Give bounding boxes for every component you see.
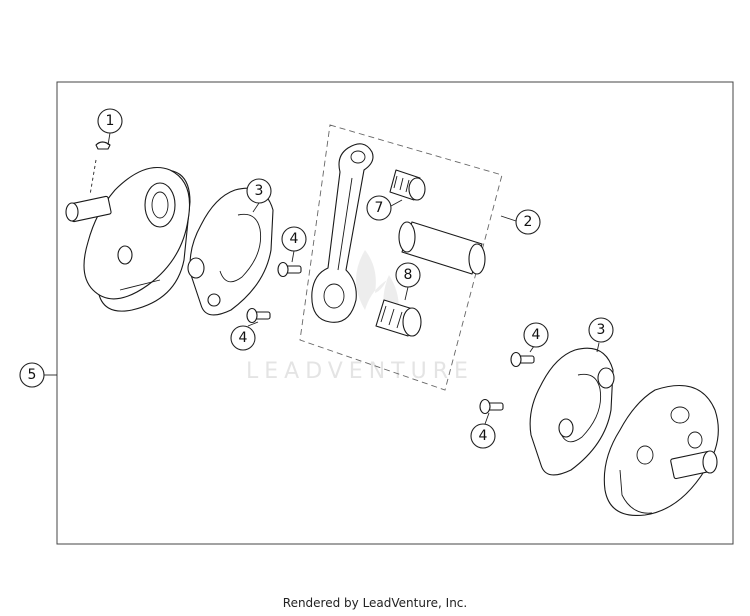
conrod-group-box bbox=[299, 124, 503, 391]
svg-text:3: 3 bbox=[597, 322, 606, 338]
left-counterweight-insert bbox=[187, 187, 274, 316]
svg-text:LEADVENTURE: LEADVENTURE bbox=[246, 359, 474, 384]
footer-credit: Rendered by LeadVenture, Inc. bbox=[282, 596, 468, 610]
svg-text:4: 4 bbox=[479, 428, 488, 444]
assembly-frame bbox=[56, 81, 734, 545]
callout-4-upper-left: 4 bbox=[281, 226, 307, 252]
svg-text:8: 8 bbox=[404, 267, 413, 283]
callout-4-lower-left: 4 bbox=[230, 325, 256, 351]
callout-3-left: 3 bbox=[246, 178, 272, 204]
svg-text:7: 7 bbox=[375, 200, 384, 216]
svg-text:1: 1 bbox=[106, 113, 115, 129]
exploded-parts-diagram: LEADVENTURE bbox=[19, 81, 734, 545]
left-crankshaft-half bbox=[65, 166, 191, 312]
svg-text:4: 4 bbox=[239, 330, 248, 346]
callout-7: 7 bbox=[366, 195, 392, 221]
svg-text:4: 4 bbox=[290, 231, 299, 247]
big-end-bearing bbox=[375, 299, 422, 337]
small-end-bearing bbox=[389, 169, 426, 201]
bolt-lower-left bbox=[246, 307, 271, 324]
callout-5: 5 bbox=[19, 362, 45, 388]
callout-1: 1 bbox=[97, 108, 123, 134]
bolt-upper-left bbox=[277, 261, 302, 278]
svg-text:4: 4 bbox=[532, 327, 541, 343]
callout-4-upper-right: 4 bbox=[523, 322, 549, 348]
callout-4-lower-right: 4 bbox=[470, 423, 496, 449]
callout-8: 8 bbox=[395, 262, 421, 288]
svg-text:2: 2 bbox=[524, 214, 533, 230]
right-crankshaft-half bbox=[603, 385, 719, 517]
svg-text:3: 3 bbox=[255, 183, 264, 199]
woodruff-key bbox=[95, 141, 111, 150]
bolt-upper-right bbox=[510, 351, 535, 368]
crank-pin bbox=[398, 221, 486, 275]
callout-3-right: 3 bbox=[588, 317, 614, 343]
callout-2: 2 bbox=[515, 209, 541, 235]
connecting-rod bbox=[311, 143, 374, 323]
svg-text:5: 5 bbox=[28, 367, 37, 383]
bolt-lower-right bbox=[479, 398, 504, 415]
right-counterweight-insert bbox=[529, 347, 615, 476]
